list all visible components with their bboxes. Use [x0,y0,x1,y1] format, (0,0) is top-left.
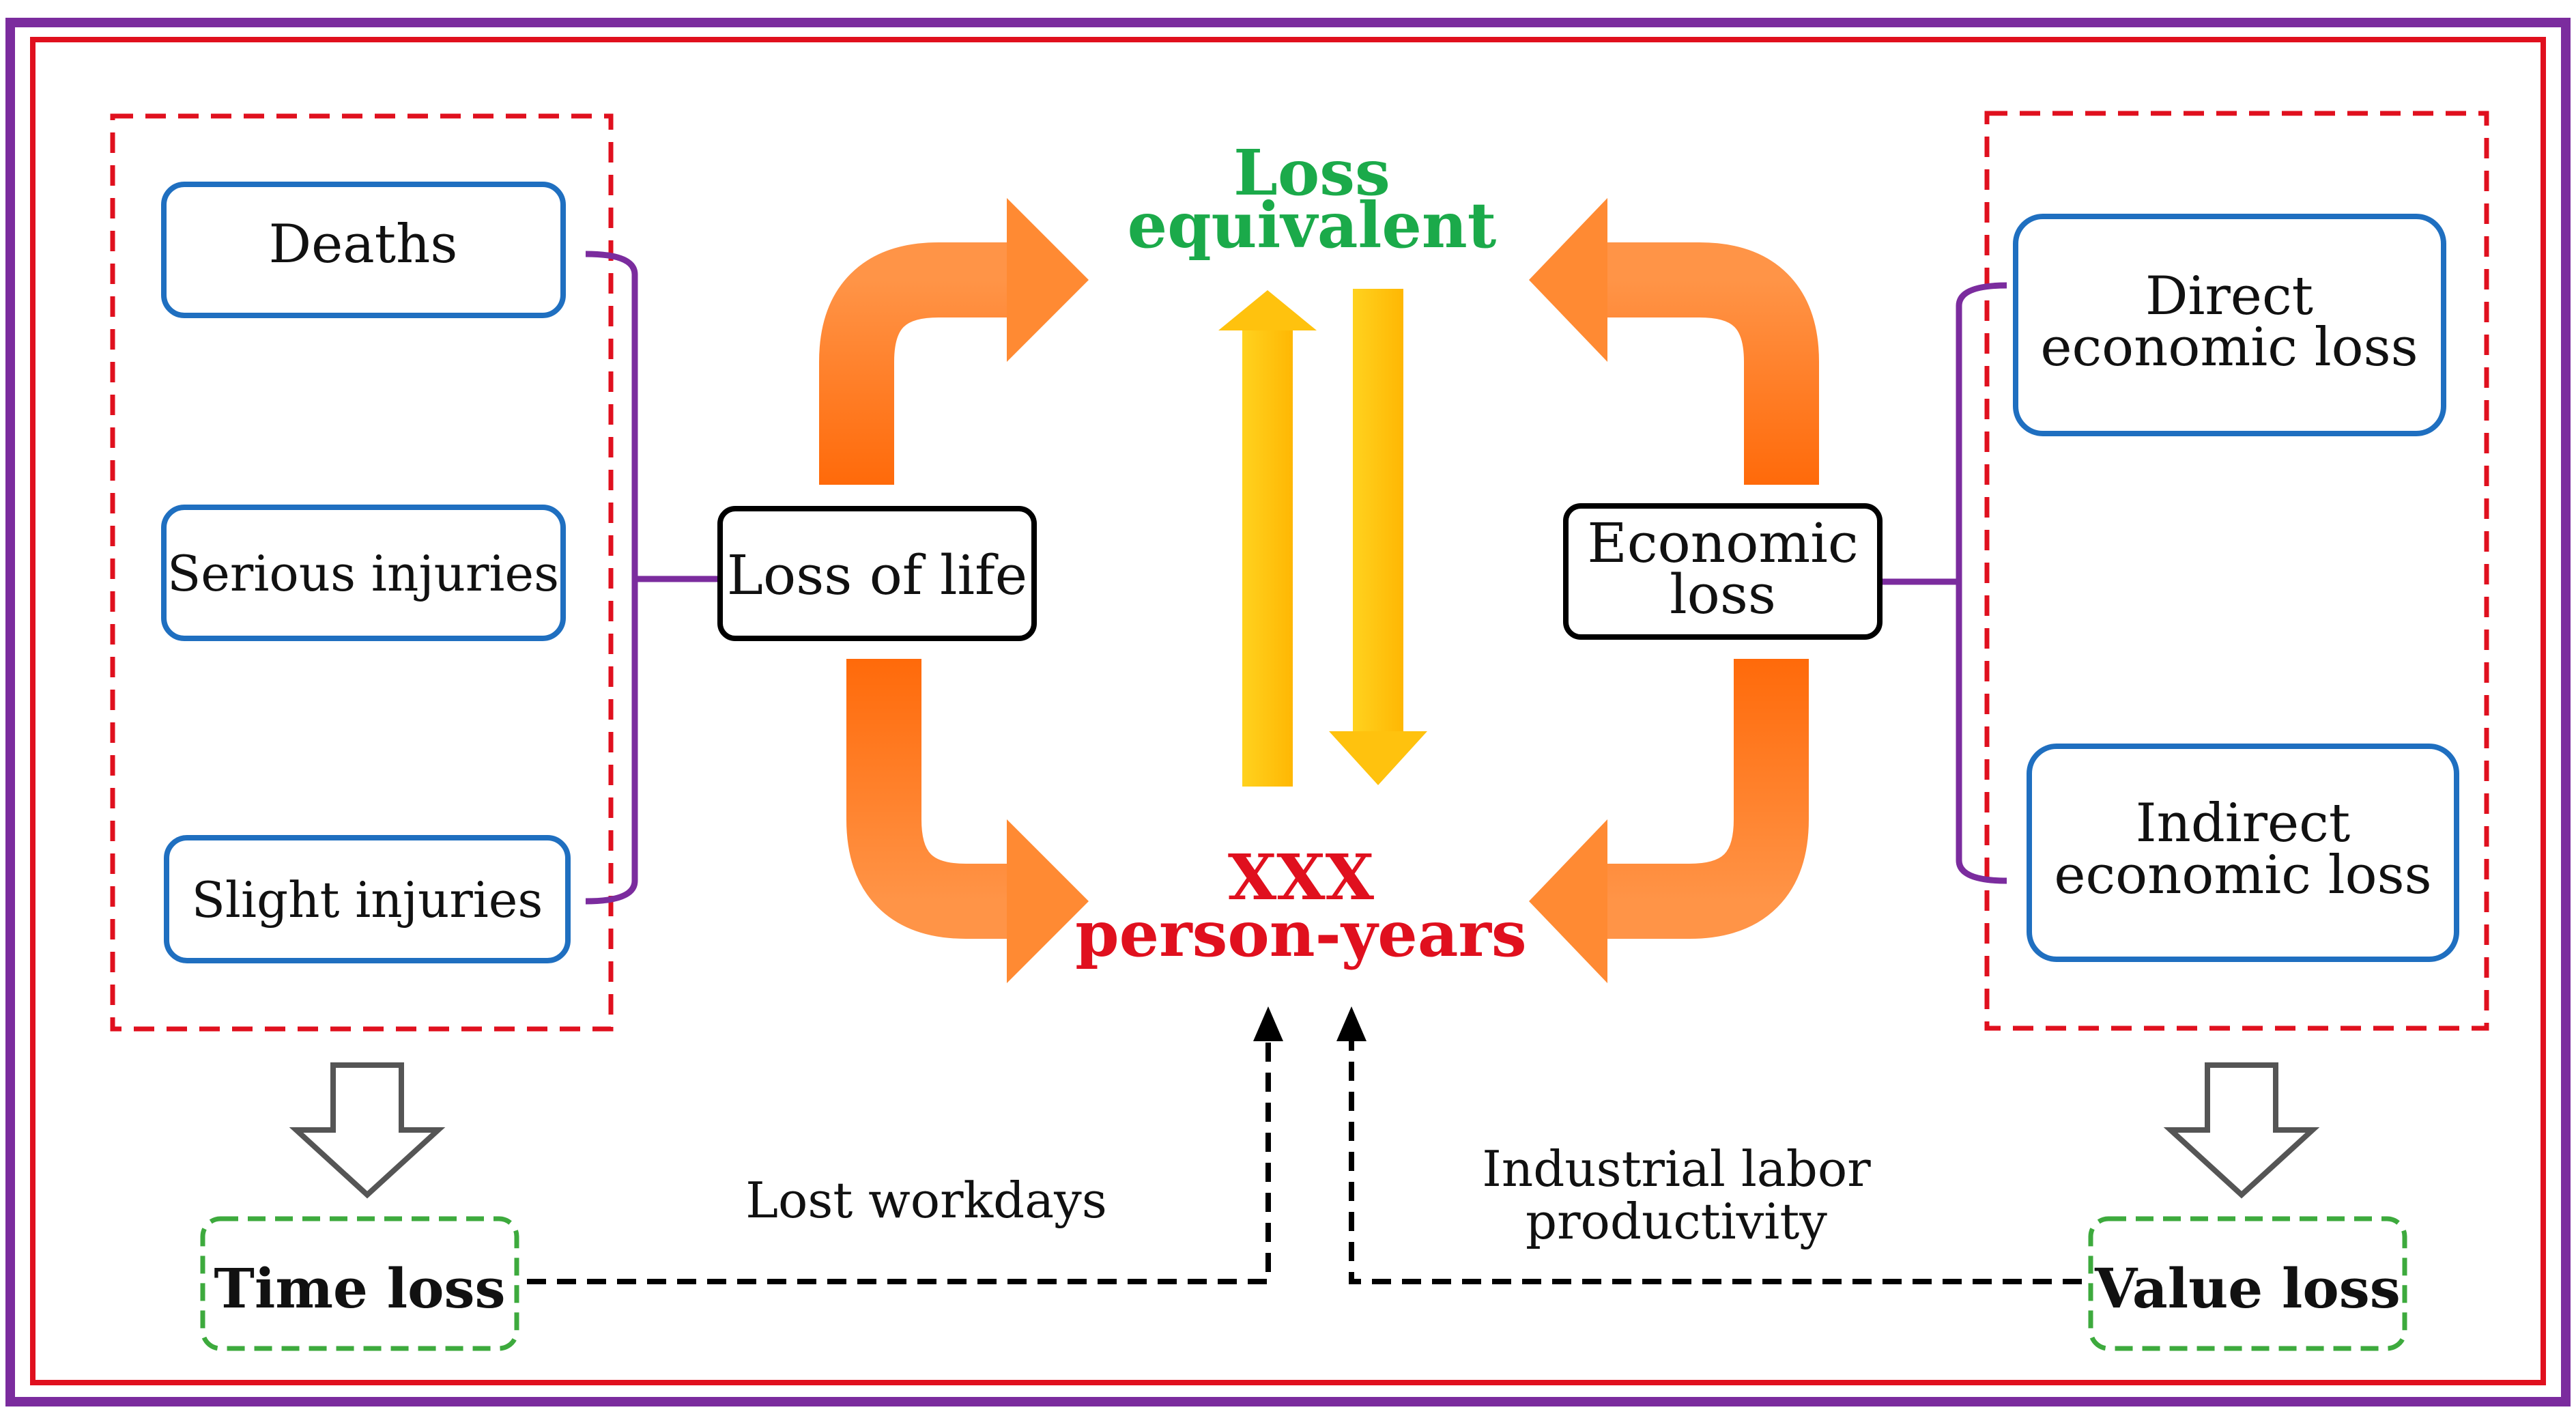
orange-arrow-top-left [819,198,1089,485]
item-slight-injuries: Slight injuries [164,835,571,963]
dashed-connector-left [527,1006,1283,1284]
result-time-loss-label: Time loss [214,1256,505,1320]
center-bottom-line1: XXX [1228,840,1375,914]
item-indirect-line2: economic loss [2054,845,2431,906]
orange-arrow-bottom-right [1529,659,1809,983]
left-bracket [585,251,718,905]
inner-frame [30,37,2546,1385]
item-serious-injuries-label: Serious injuries [167,545,559,602]
result-value-loss: Value loss [2088,1216,2407,1351]
right-bracket [1880,282,2007,884]
hub-economic-loss: Economic loss [1563,503,1883,640]
item-serious-injuries: Serious injuries [161,505,566,641]
item-slight-injuries-label: Slight injuries [192,871,543,929]
orange-arrow-top-right [1529,198,1819,485]
left-dashed-group [110,113,614,1032]
note-industrial-line2: productivity [1526,1193,1827,1250]
result-value-loss-label: Value loss [2094,1256,2401,1320]
item-indirect-economic-loss: Indirect economic loss [2027,744,2459,962]
hub-economic-line1: Economic [1587,511,1858,575]
item-direct-line1: Direct [2145,266,2313,327]
note-lost-workdays: Lost workdays [745,1172,1107,1229]
hub-loss-of-life: Loss of life [717,506,1037,641]
item-deaths: Deaths [161,182,566,318]
hub-economic-line2: loss [1670,563,1776,626]
item-direct-line2: economic loss [2040,317,2418,378]
outer-frame [5,18,2571,1406]
yellow-arrow-down [1329,289,1427,785]
hub-loss-of-life-label: Loss of life [727,543,1027,607]
right-dashed-group [1984,111,2489,1031]
note-industrial-line1: Industrial labor [1482,1140,1871,1198]
hollow-down-arrow-left [289,1062,446,1199]
item-indirect-line1: Indirect [2136,793,2350,854]
dashed-connector-right [1336,1006,2082,1284]
orange-arrow-bottom-left [846,659,1089,983]
hollow-down-arrow-right [2163,1062,2320,1199]
center-top-line2: equivalent [1128,188,1497,262]
center-top-line1: Loss [1233,136,1390,210]
result-time-loss: Time loss [200,1216,519,1351]
item-deaths-label: Deaths [269,214,458,275]
center-bottom-line2: person-years [1075,897,1526,971]
item-direct-economic-loss: Direct economic loss [2013,214,2446,436]
yellow-arrow-up [1218,290,1317,787]
